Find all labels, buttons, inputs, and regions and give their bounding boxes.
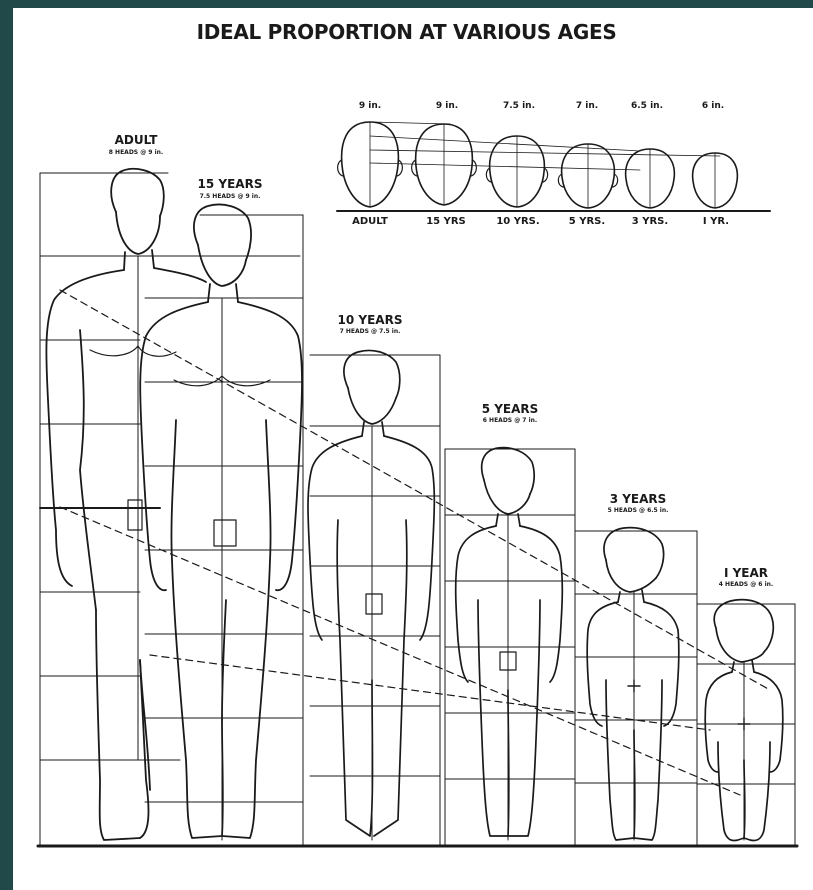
figure-5-years xyxy=(456,448,563,840)
figure-1-year xyxy=(705,600,783,841)
head-row xyxy=(337,122,770,211)
figure-10-years xyxy=(308,350,434,840)
proportion-grid xyxy=(38,173,797,846)
figure-15-years xyxy=(140,205,302,841)
figure-adult xyxy=(46,169,206,840)
figure-3-years xyxy=(587,528,679,840)
dashed-guides xyxy=(60,290,770,795)
